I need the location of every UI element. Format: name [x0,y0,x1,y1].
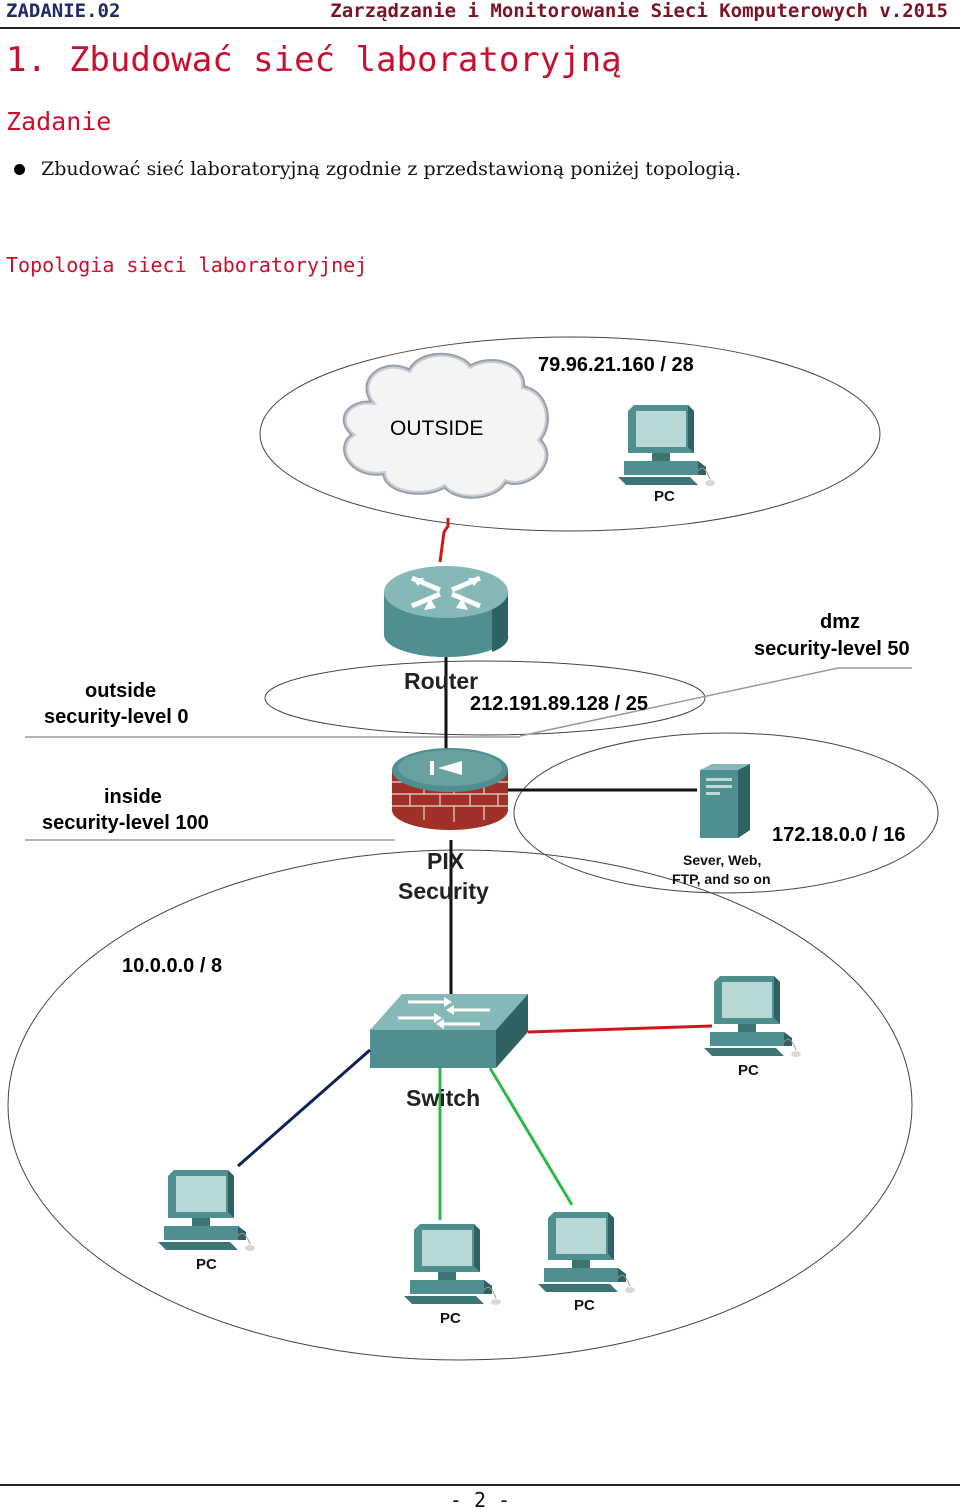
pix-label-line-1: PIX [427,848,465,874]
network-topology-diagram: 79.96.21.160 / 28 OUTSIDE PC dmz securit… [0,300,960,1380]
figure-title: Topologia sieci laboratoryjnej [6,253,368,277]
header-right: Zarządzanie i Monitorowanie Sieci Komput… [330,0,948,22]
router-network-zone [264,660,706,736]
server-label-line-1: Sever, Web, [683,852,762,868]
switch-pc-link-red [527,1024,713,1034]
dmz-network-address: 172.18.0.0 / 16 [772,824,906,846]
cloud-icon [342,352,549,499]
header-left: ZADANIE.02 [6,0,121,22]
server-icon [700,764,750,838]
inside-zone-name: inside [104,786,162,808]
dmz-network-zone [513,732,939,894]
switch-pc-link-green-2 [488,1067,574,1206]
dmz-zone-name: dmz [820,611,860,633]
pix-label-line-2: Security [398,878,489,904]
outside-zone-name: outside [85,680,157,702]
outside-zone-level: security-level 0 [44,706,189,728]
footer-divider [0,1484,960,1486]
router-network-address: 212.191.89.128 / 25 [470,693,648,715]
bullet-item: Zbudować sieć laboratoryjną zgodnie z pr… [14,158,741,180]
server-label-line-2: FTP, and so on [672,871,771,887]
inside-pc-right-label: PC [738,1062,759,1079]
page-number: - 2 - [449,1488,511,1512]
switch-icon [370,994,528,1068]
outside-pc-icon [617,404,716,487]
router-label: Router [404,668,479,694]
dmz-zone-level: security-level 50 [754,638,910,660]
inside-pc-mid-right-label: PC [574,1297,595,1314]
subheading: Zadanie [6,107,112,136]
bullet-dot-icon [14,163,25,175]
outside-pc-label: PC [654,488,675,505]
bullet-text: Zbudować sieć laboratoryjną zgodnie z pr… [41,158,742,180]
section-heading: 1. Zbudować sieć laboratoryjną [6,40,622,80]
inside-pc-mid-right-icon [537,1211,636,1294]
inside-network-zone [7,849,913,1361]
inside-pc-center-icon [403,1223,502,1306]
inside-pc-right-icon [703,975,802,1058]
switch-label: Switch [406,1085,481,1111]
router-icon [384,566,509,657]
serial-link [438,518,450,563]
switch-pc-link-navy [237,1048,371,1168]
section-number: 1. [6,40,47,80]
header-divider [0,27,960,29]
inside-pc-center-label: PC [440,1310,461,1327]
cloud-label: OUTSIDE [390,417,484,440]
inside-pc-left-label: PC [196,1256,217,1273]
outside-network-address: 79.96.21.160 / 28 [538,354,694,376]
inside-pc-left-icon [157,1169,256,1252]
inside-network-address: 10.0.0.0 / 8 [122,955,223,977]
outside-network-zone [259,336,881,532]
inside-zone-level: security-level 100 [42,812,209,834]
section-title: Zbudować sieć laboratoryjną [68,40,622,80]
pix-firewall-icon [392,748,508,830]
